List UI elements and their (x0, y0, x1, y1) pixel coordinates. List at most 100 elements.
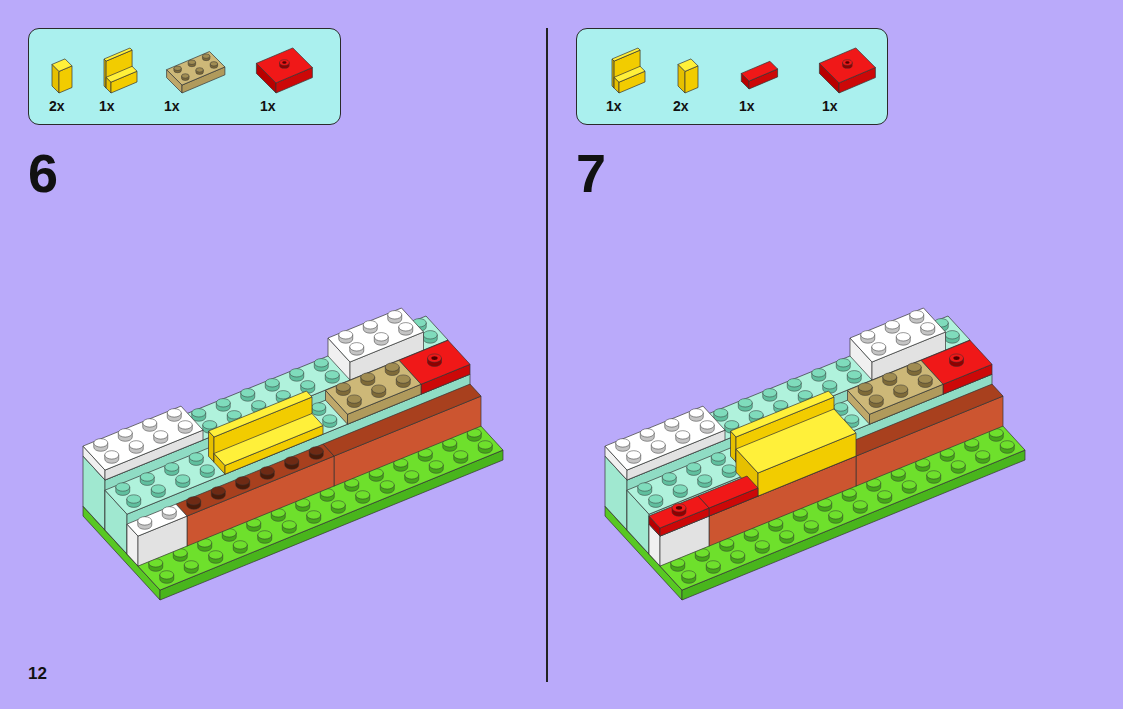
stud-top (616, 439, 630, 447)
stud-top (836, 359, 850, 367)
stud-top (665, 419, 679, 427)
part-count: 1x (99, 99, 115, 113)
stud-top (405, 471, 419, 479)
part-icons (29, 29, 342, 126)
stud-top (282, 521, 296, 529)
stud-top (700, 421, 714, 429)
stud-top (347, 395, 361, 403)
parts-callout: 1x2x1x1x (576, 28, 888, 125)
stud-top (290, 369, 304, 377)
stud-top (129, 441, 143, 449)
stud-top (314, 359, 328, 367)
part-icon (819, 48, 875, 93)
brick-face (176, 444, 334, 516)
stud-top (165, 463, 179, 471)
stud-top (662, 473, 676, 481)
stud-top (350, 343, 364, 351)
stud-top (945, 331, 959, 339)
stud-top (845, 415, 859, 423)
stud-top (774, 401, 788, 409)
stud-top (780, 531, 794, 539)
stud-top (396, 375, 410, 383)
stud-top (339, 331, 353, 339)
stud-top (138, 517, 152, 525)
brick-face (848, 360, 944, 414)
stud-top (167, 409, 181, 417)
brick-face (682, 450, 1025, 600)
stud-top (1000, 441, 1014, 449)
stud-top (380, 481, 394, 489)
brick-face (845, 384, 1003, 456)
stud-top (216, 399, 230, 407)
step-divider (546, 28, 548, 682)
brick-face (256, 48, 312, 83)
stud-top (651, 441, 665, 449)
stud-top (203, 421, 217, 429)
stud-top (162, 507, 176, 515)
stud-top (927, 471, 941, 479)
stud-top (976, 451, 990, 459)
stud-top (325, 371, 339, 379)
stud-top (478, 441, 492, 449)
stud-top (210, 62, 217, 66)
stud-top (834, 403, 848, 411)
stud-top (858, 383, 872, 391)
stud-top (187, 497, 201, 505)
stud-top (196, 68, 203, 72)
stud-top (174, 66, 181, 70)
part-count: 1x (164, 99, 180, 113)
stud-top (209, 551, 223, 559)
stud-top (236, 477, 250, 485)
stud-top (285, 457, 299, 465)
stud-top (258, 531, 272, 539)
stud-top (211, 487, 225, 495)
brick-face (106, 66, 137, 82)
stud-top (763, 389, 777, 397)
stud-top (176, 475, 190, 483)
stud-top (276, 391, 290, 399)
step-number: 7 (576, 146, 606, 200)
stud-top (454, 451, 468, 459)
stud-top (363, 321, 377, 329)
stud-top (307, 511, 321, 519)
stud-top (116, 483, 130, 491)
brick-face (323, 384, 481, 456)
part-count: 1x (260, 99, 276, 113)
lego-build (605, 308, 1025, 600)
stud-top (388, 311, 402, 319)
stud-top (896, 333, 910, 341)
stud-top (265, 379, 279, 387)
stud-hole (953, 356, 959, 360)
part-count: 1x (822, 99, 838, 113)
brick-face (612, 48, 640, 61)
stud-top (105, 451, 119, 459)
stud-top (649, 495, 663, 503)
lego-build (83, 308, 503, 600)
stud-hole (676, 506, 682, 510)
stud-top (423, 331, 437, 339)
stud-top (907, 363, 921, 371)
part-icons (577, 29, 889, 126)
stud-top (323, 415, 337, 423)
stud-top (921, 323, 935, 331)
stud-top (312, 403, 326, 411)
parts-callout: 2x1x1x1x (28, 28, 341, 125)
stud-top (910, 311, 924, 319)
stud-top (638, 483, 652, 491)
stud-top (356, 491, 370, 499)
stud-top (627, 451, 641, 459)
stud-top (885, 321, 899, 329)
stud-top (682, 571, 696, 579)
stud-top (118, 429, 132, 437)
stud-top (200, 465, 214, 473)
stud-top (178, 421, 192, 429)
stud-top (252, 401, 266, 409)
stud-top (883, 373, 897, 381)
brick-face (649, 496, 709, 528)
part-count: 2x (673, 99, 689, 113)
stud-top (812, 369, 826, 377)
stud-top (227, 411, 241, 419)
stud-top (698, 475, 712, 483)
brick-face (52, 59, 72, 72)
brick-face (104, 48, 132, 61)
